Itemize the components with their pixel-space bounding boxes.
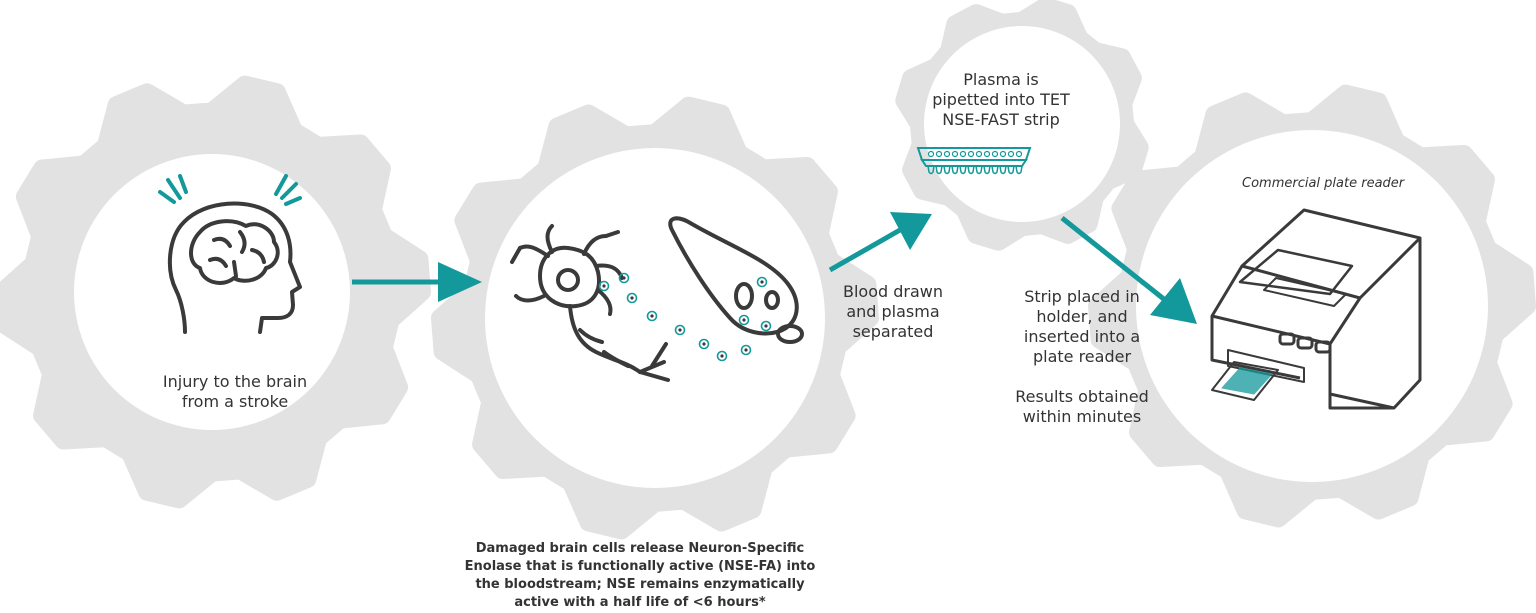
nse-particle <box>674 324 686 336</box>
label-plasma-line: pipetted into TET <box>932 90 1070 109</box>
label-strip-line: Strip placed in <box>1024 287 1140 306</box>
caption-release: Damaged brain cells release Neuron-Speci… <box>440 540 840 612</box>
test-strip-wells <box>927 150 1023 175</box>
strip-well <box>983 165 991 175</box>
strip-well-opening <box>999 150 1007 158</box>
nse-particle <box>716 350 728 362</box>
label-blood: Blood drawn and plasma separated <box>826 282 960 342</box>
nse-particle <box>626 292 638 304</box>
neuron-icon <box>510 224 670 382</box>
label-strip-line: holder, and <box>1036 307 1128 326</box>
caption-line: the bloodstream; NSE remains enzymatical… <box>475 577 805 592</box>
nse-particle-core <box>744 348 748 352</box>
label-blood-line: and plasma <box>846 302 940 321</box>
label-plasma: Plasma is pipetted into TET NSE-FAST str… <box>916 70 1086 130</box>
nse-particle <box>738 314 750 326</box>
strip-well <box>927 165 935 175</box>
label-injury-line: from a stroke <box>181 392 289 411</box>
nse-particle <box>598 280 610 292</box>
strip-well-opening <box>959 150 967 158</box>
strip-well <box>935 165 943 175</box>
strip-well-opening <box>983 150 991 158</box>
nse-particles <box>598 272 772 362</box>
label-strip-line: inserted into a <box>1023 327 1141 346</box>
nse-particle-core <box>720 354 724 358</box>
nse-particle-core <box>678 328 682 332</box>
strip-well <box>991 165 999 175</box>
strip-well <box>1015 165 1023 175</box>
strip-well <box>999 165 1007 175</box>
arrow-3 <box>1060 216 1197 324</box>
label-injury-line: Injury to the brain <box>162 372 308 391</box>
label-injury: Injury to the brain from a stroke <box>130 372 340 412</box>
nse-particle-core <box>760 280 764 284</box>
gear-4-center <box>1136 130 1488 482</box>
label-strip-line: plate reader <box>1032 347 1132 366</box>
label-plasma-line: Plasma is <box>963 70 1039 89</box>
caption-emphasis: <6 hours* <box>692 595 766 610</box>
nse-particle-core <box>630 296 634 300</box>
nse-particle <box>646 310 658 322</box>
gears-background <box>0 0 1536 540</box>
brain-head-icon <box>158 174 302 334</box>
strip-well-opening <box>991 150 999 158</box>
nse-particle-core <box>764 324 768 328</box>
nse-particle <box>756 276 768 288</box>
label-strip: Strip placed in holder, and inserted int… <box>1004 287 1160 367</box>
nse-particle-core <box>742 318 746 322</box>
arrow-1 <box>352 262 482 302</box>
strip-well-opening <box>975 150 983 158</box>
damaged-cell-icon <box>668 216 804 344</box>
strip-well-opening <box>967 150 975 158</box>
nse-particle-core <box>702 342 706 346</box>
label-plasma-line: NSE-FAST strip <box>942 110 1060 129</box>
label-results: Results obtained within minutes <box>996 387 1168 427</box>
strip-well-opening <box>943 150 951 158</box>
strip-well <box>959 165 967 175</box>
nse-particle-core <box>650 314 654 318</box>
strip-well <box>975 165 983 175</box>
arrow-2 <box>828 212 932 273</box>
strip-well-opening <box>1015 150 1023 158</box>
caption-line: active with a half life of <6 hours* <box>440 594 840 612</box>
label-results-line: Results obtained <box>1015 387 1149 406</box>
nse-particle <box>618 272 630 284</box>
label-blood-line: Blood drawn <box>842 282 943 301</box>
plate-reader-icon <box>1210 208 1422 410</box>
gear-2-center <box>485 148 825 488</box>
nse-particle <box>698 338 710 350</box>
strip-well-opening <box>927 150 935 158</box>
nse-particle <box>760 320 772 332</box>
label-plate-reader: Commercial plate reader <box>1242 176 1405 191</box>
caption-line-text: active with a half life of <box>514 595 693 610</box>
strip-well-opening <box>951 150 959 158</box>
strip-well-opening <box>1007 150 1015 158</box>
label-results-line: within minutes <box>1022 407 1142 426</box>
nse-particle-core <box>622 276 626 280</box>
strip-well-opening <box>935 150 943 158</box>
caption-line: Damaged brain cells release Neuron-Speci… <box>475 541 805 556</box>
strip-well <box>943 165 951 175</box>
strip-well <box>951 165 959 175</box>
nse-particle-core <box>602 284 606 288</box>
strip-well <box>1007 165 1015 175</box>
caption-line: Enolase that is functionally active (NSE… <box>464 559 816 574</box>
strip-well <box>967 165 975 175</box>
label-blood-line: separated <box>852 322 934 341</box>
nse-particle <box>740 344 752 356</box>
